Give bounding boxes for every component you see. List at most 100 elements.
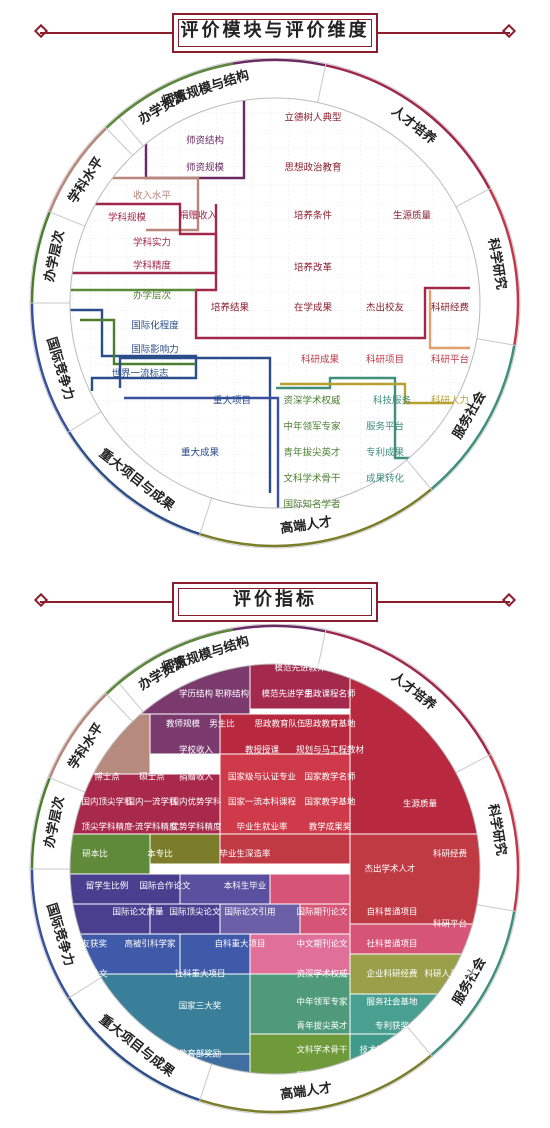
index-cell-label: 国际知名学者 bbox=[296, 1071, 348, 1082]
index-cell-label: 教师规模 bbox=[166, 719, 201, 730]
index-cell-label: 教学成果奖 bbox=[309, 822, 352, 833]
module-cell-label: 师资规模 bbox=[186, 162, 225, 174]
index-cell-label: 国家级与认证专业 bbox=[228, 772, 296, 783]
index-cell-label: 科创竞赛奖 bbox=[294, 864, 337, 875]
module-cells-top: 立德树人典型师资结构师资规模思想政治教育收入水平捐赠收入学科规模学科实力学科精度… bbox=[108, 112, 469, 511]
index-cell-label: 高被引科学家 bbox=[124, 939, 176, 950]
index-cell-label: 毕业生就业率 bbox=[236, 822, 288, 833]
index-cell-label: 资深学术权威 bbox=[296, 969, 348, 980]
ring-divider bbox=[455, 753, 492, 774]
module-cell-label: 资深学术权威 bbox=[283, 395, 341, 407]
ring-segment-arc bbox=[30, 302, 70, 433]
module-cell-label: 立德树人典型 bbox=[284, 112, 342, 124]
page-title: 评价模块与评价维度 bbox=[180, 20, 370, 41]
section-title: 评价指标 bbox=[233, 589, 317, 610]
module-cell-label: 成果转化 bbox=[366, 473, 405, 485]
title2-line-right bbox=[378, 601, 510, 603]
title2-line-left bbox=[40, 601, 172, 603]
index-cell-label: 社科重大项目 bbox=[174, 969, 225, 980]
index-cell-label: 中文期刊论文 bbox=[296, 939, 348, 950]
index-cell-label: 毕业生深造率 bbox=[219, 849, 271, 860]
index-cell-label: 模范先进教师 bbox=[274, 663, 326, 674]
index-cell-label: 科研经费 bbox=[433, 849, 468, 860]
index-cell-label: 生源质量 bbox=[403, 799, 438, 810]
index-cell-label: 硕士点 bbox=[139, 772, 165, 783]
index-block bbox=[149, 903, 221, 935]
index-cell-label: 思政课程名师 bbox=[304, 689, 356, 700]
module-cell-label: 学科规模 bbox=[108, 212, 147, 224]
ring-segment-arc bbox=[30, 868, 70, 999]
module-cell-label: 科研成果 bbox=[301, 354, 340, 366]
index-cells: 模范先进教师学历结构职称结构模范先进学生思政课程名师教师规模男生比思政教育队伍思… bbox=[72, 663, 476, 1082]
ring-segment-arc bbox=[105, 628, 234, 696]
index-cell-label: 杰出学术人才 bbox=[364, 864, 415, 875]
index-cell-label: 文科学术骨干 bbox=[296, 1045, 348, 1056]
ring-label: 高端人才 bbox=[279, 514, 333, 537]
ring-segment-arc bbox=[430, 910, 516, 1057]
module-cell-label: 国际化程度 bbox=[131, 320, 179, 332]
index-cell-label: 研本比 bbox=[82, 849, 108, 860]
module-cell-label: 专利成果 bbox=[366, 447, 405, 459]
module-cell-label: 科研经费 bbox=[431, 302, 469, 314]
module-cell-label: 科技服务 bbox=[373, 395, 412, 407]
module-cell-label: 服务平台 bbox=[366, 421, 404, 433]
index-block bbox=[249, 973, 351, 1035]
ring-divider bbox=[455, 187, 492, 208]
ring-segment-arc bbox=[105, 62, 234, 130]
index-cell-label: 学历结构 bbox=[179, 689, 213, 700]
module-cell-label: 重大项目 bbox=[213, 395, 251, 407]
title-bar-bottom: 评价指标 bbox=[0, 577, 550, 627]
ring-divider bbox=[198, 1063, 213, 1103]
index-cell-label: 国内顶尖学科 bbox=[81, 797, 133, 808]
index-cell-label: 思政教育队伍 bbox=[254, 719, 306, 730]
module-cell-label: 世界一流标志 bbox=[111, 368, 168, 380]
ring-divider bbox=[104, 126, 133, 156]
ring-divider bbox=[104, 692, 133, 722]
ring-divider bbox=[317, 629, 327, 669]
module-cell-label: 科研平台 bbox=[431, 354, 469, 366]
index-cell-label: 国际顶尖论文 bbox=[169, 907, 221, 918]
ring-label: 高端人才 bbox=[279, 1080, 333, 1103]
index-block bbox=[269, 873, 351, 905]
index-cell-label: 青年拔尖英才 bbox=[296, 1021, 347, 1032]
module-cell-label: 生源质量 bbox=[393, 210, 432, 222]
index-cell-label: 学校收入 bbox=[179, 745, 214, 756]
module-cell-label: 在学成果 bbox=[294, 302, 333, 314]
module-cell-label: 培养改革 bbox=[294, 262, 333, 274]
module-cell-label: 国际影响力 bbox=[131, 344, 179, 356]
index-cell-label: 模范先进学生 bbox=[261, 689, 313, 700]
index-cell-label: 教授授课 bbox=[245, 745, 280, 756]
index-block bbox=[149, 713, 221, 755]
evaluation-index-diagram: 师资规模与结构人才培养科学研究服务社会高端人才重大项目与成果国际竞争力办学层次学… bbox=[29, 624, 521, 1115]
module-cell-label: 培养结果 bbox=[211, 302, 250, 314]
module-cell-label: 培养条件 bbox=[294, 210, 333, 222]
ring-divider bbox=[317, 63, 327, 103]
ring-segment-arc bbox=[325, 630, 491, 756]
module-cell-label: 中年领军专家 bbox=[283, 421, 341, 433]
index-cell-label: 顶尖学科精度 bbox=[81, 822, 133, 833]
ring-divider bbox=[476, 904, 517, 913]
index-cell-label: 国内优势学科 bbox=[170, 797, 222, 808]
ring-segment-arc bbox=[199, 488, 432, 548]
module-cell-label: 办学层次 bbox=[133, 290, 172, 302]
index-blocks bbox=[70, 664, 480, 1074]
index-cell-label: 男生比 bbox=[209, 719, 235, 730]
ring-divider bbox=[66, 977, 102, 1000]
index-cell-label: 国内一流学科 bbox=[126, 797, 178, 808]
title-box bbox=[172, 13, 378, 53]
index-cell-label: 自科重大项目 bbox=[214, 939, 265, 950]
index-block bbox=[149, 833, 221, 865]
index-cell-label: 国际论文引用 bbox=[224, 907, 275, 918]
module-cell-label: 学科实力 bbox=[133, 237, 171, 249]
index-cell-label: 规划与马工程教材 bbox=[296, 745, 365, 756]
index-cell-label: 企业科研经费 bbox=[366, 969, 418, 980]
index-cell-label: 科研人员规模 bbox=[424, 969, 476, 980]
index-cell-label: 中年领军专家 bbox=[296, 997, 348, 1008]
module-cell-label: 科研项目 bbox=[366, 354, 404, 366]
ring-segment-arc bbox=[67, 431, 201, 536]
title-bar-top: 评价模块与评价维度 bbox=[0, 8, 550, 58]
index-cell-label: 捐赠收入 bbox=[179, 772, 214, 783]
index-cell-label: 职称结构 bbox=[215, 689, 249, 700]
ring-divider bbox=[47, 776, 86, 793]
index-cell-label: 博士点 bbox=[94, 772, 120, 783]
